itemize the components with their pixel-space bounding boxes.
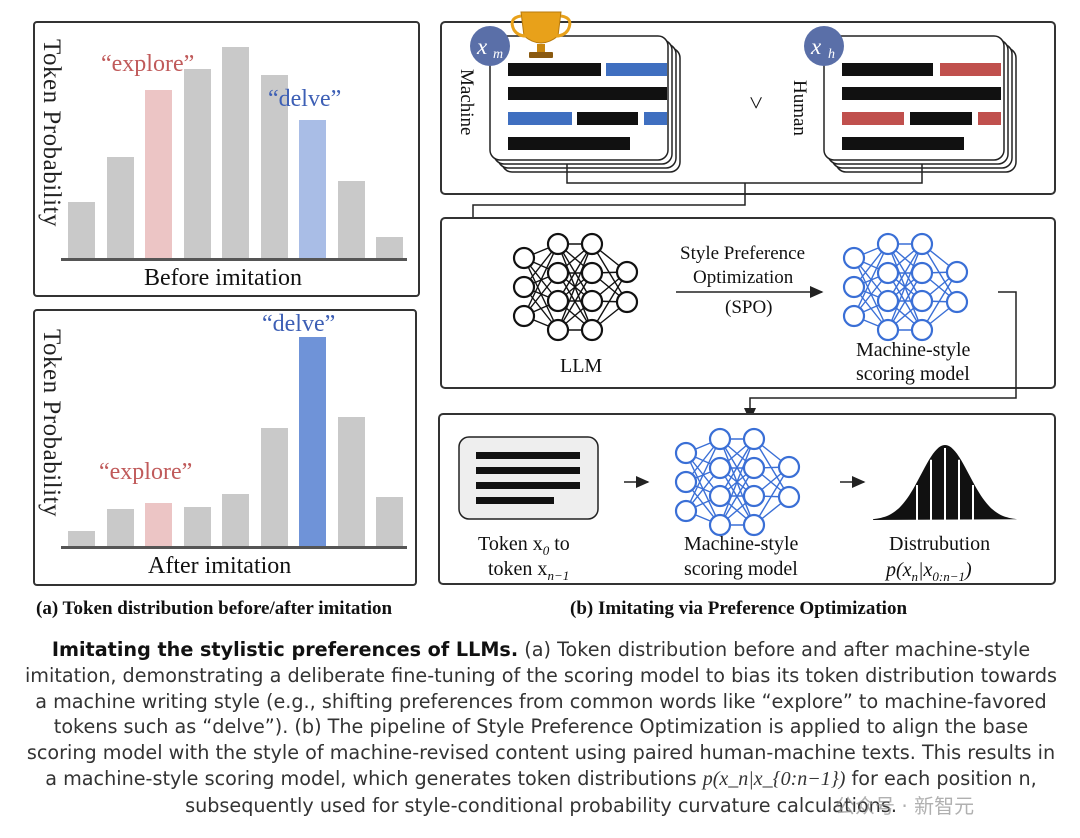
before-y-axis-label: Token Probability (38, 39, 65, 227)
after-bar-1 (106, 509, 134, 546)
machine-document-stack (489, 35, 681, 173)
human-document-stack (823, 35, 1017, 173)
after-imitation-chart-panel: Token Probability After imitation “explo… (33, 309, 417, 586)
after-bar-8 (376, 496, 403, 546)
after-y-axis-label: Token Probability (38, 329, 65, 517)
after-bar-5 (260, 427, 288, 546)
xh-subscript: h (828, 47, 835, 62)
description-text-2: for each position n, subsequently used f… (185, 766, 1037, 817)
spo-label-line3: (SPO) (725, 297, 773, 318)
before-bar-7 (337, 180, 365, 258)
description-math: p(x_n|x_{0:n−1}) (702, 767, 846, 790)
spo-training-box (440, 217, 1056, 389)
human-label: Human (789, 80, 810, 136)
before-bar-8 (376, 236, 403, 258)
before-delve-label: “delve” (268, 86, 342, 112)
before-imitation-chart-panel: Token Probability Before imitation “expl… (33, 21, 420, 297)
xh-symbol: x (810, 34, 822, 59)
before-bar-0 (68, 202, 95, 258)
description-text-1: (a) Token distribution before and after … (24, 638, 1058, 790)
scoring-to-inference-arrow (744, 291, 1017, 422)
spo-label-line2: Optimization (693, 267, 794, 288)
description-title: Imitating the stylistic preferences of L… (51, 638, 519, 661)
spo-pipeline-diagram: x m x h Machine Human > LLM Style Prefer… (438, 11, 1056, 585)
xm-subscript: m (493, 47, 503, 62)
before-bar-4 (222, 47, 249, 258)
inference-scoring-label-line2: scoring model (684, 558, 798, 580)
token-label-line2: token xn−1 (488, 558, 569, 583)
trophy-icon (510, 11, 572, 58)
after-x-axis (61, 546, 407, 549)
before-bar-5 (260, 75, 288, 258)
before-x-axis-label: Before imitation (144, 265, 302, 291)
after-delve-label: “delve” (262, 311, 336, 337)
distribution-label-line2: p(xn|x0:n−1) (884, 559, 972, 584)
after-bar-4 (222, 494, 249, 546)
caption-a: (a) Token distribution before/after imit… (36, 598, 393, 619)
spo-label-line1: Style Preference (680, 243, 805, 264)
scoring-label-line2: scoring model (856, 363, 970, 385)
inference-scoring-label-line1: Machine-style (684, 533, 799, 555)
figure-description: Imitating the stylistic preferences of L… (18, 637, 1064, 819)
token-document-icon (458, 436, 599, 520)
machine-label: Machine (456, 69, 477, 135)
after-x-axis-label: After imitation (148, 553, 292, 579)
after-bar-7 (337, 417, 365, 546)
machine-style-network-icon (842, 232, 969, 342)
llm-network-icon (512, 232, 639, 342)
distribution-label-line1: Distrubution (889, 533, 990, 555)
machine-style-network-icon-2 (674, 427, 801, 537)
after-bar-3 (183, 507, 211, 546)
after-bar-delve (299, 337, 326, 546)
xh-badge (804, 26, 844, 66)
after-bar-0 (68, 530, 95, 546)
caption-b: (b) Imitating via Preference Optimizatio… (570, 598, 908, 619)
before-explore-label: “explore” (101, 51, 195, 77)
scoring-label-line1: Machine-style (856, 339, 971, 361)
token-label-line1: Token x0 to (478, 533, 570, 558)
before-bar-3 (183, 68, 211, 258)
before-bar-1 (106, 156, 134, 258)
greater-than-symbol: > (742, 96, 768, 110)
xm-badge (470, 26, 510, 66)
before-bar-delve (299, 120, 326, 258)
before-bar-explore (145, 90, 172, 258)
before-x-axis (61, 258, 407, 261)
xm-symbol: x (476, 34, 488, 59)
distribution-bell-curve-icon (873, 445, 1017, 520)
watermark: 公众号 · 新智元 (835, 794, 975, 818)
after-explore-label: “explore” (99, 459, 193, 485)
after-bar-explore (145, 503, 172, 546)
llm-label: LLM (560, 355, 602, 377)
